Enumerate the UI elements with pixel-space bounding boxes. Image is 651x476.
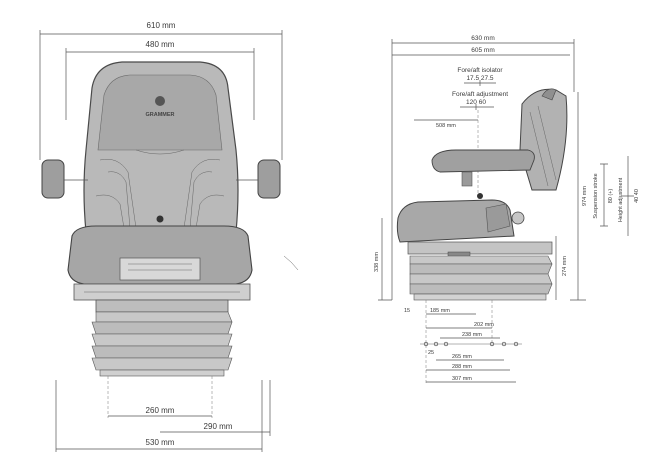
rail-265-label: 265 mm bbox=[452, 354, 472, 360]
small-offset-label: 15 bbox=[404, 308, 410, 314]
total-height-line bbox=[570, 92, 586, 301]
fore-aft-adjustment-label: Fore/aft adjustment bbox=[452, 91, 508, 98]
mounting-holes bbox=[420, 341, 522, 347]
base-inner-label: 260 mm bbox=[146, 406, 175, 415]
height-adjustment-line bbox=[622, 156, 634, 236]
side-backrest bbox=[519, 88, 568, 191]
side-lever bbox=[485, 203, 511, 233]
backrest-styling-lines bbox=[95, 149, 225, 229]
fore-aft-isolator-label: Fore/aft isolator bbox=[457, 67, 503, 74]
side-knob-icon bbox=[477, 193, 483, 199]
side-slide-rails bbox=[407, 241, 553, 255]
depth-inner-label: 605 mm bbox=[471, 47, 494, 54]
height-adjustment-label: Height adjustment bbox=[618, 177, 624, 222]
left-height-label: 338 mm bbox=[374, 252, 380, 272]
base-inner-guides bbox=[107, 376, 213, 418]
fore-aft-isolator-values: 17.5 27.5 bbox=[466, 75, 493, 82]
seat-front-panel bbox=[119, 257, 201, 281]
rail-238-label: 238 mm bbox=[462, 332, 482, 338]
side-recline-knob-icon bbox=[511, 211, 525, 225]
suspension-stroke-line bbox=[600, 163, 608, 227]
backrest-width-label: 480 mm bbox=[146, 40, 175, 49]
rail-288-label: 288 mm bbox=[452, 364, 472, 370]
logo-text: GRAMMER bbox=[145, 112, 174, 118]
seat-panel-lines bbox=[128, 263, 192, 271]
left-height-line bbox=[378, 218, 392, 301]
side-headrest-tip bbox=[541, 88, 557, 101]
overall-width-label: 610 mm bbox=[147, 21, 176, 30]
fore-aft-adjustment-line bbox=[460, 104, 494, 110]
total-height-label: 974 mm bbox=[582, 186, 588, 206]
logo-emblem-icon bbox=[155, 96, 165, 106]
side-view: 630 mm 605 mm Fore/aft isolator 17.5 27.… bbox=[374, 35, 640, 384]
side-armrest bbox=[431, 149, 535, 173]
base-outer-label: 530 mm bbox=[146, 438, 175, 447]
base-outer-line bbox=[55, 380, 263, 452]
suspension-stroke-label: Suspension stroke bbox=[593, 173, 599, 218]
seat-cushion bbox=[67, 225, 253, 285]
suspension-bellows bbox=[91, 311, 233, 377]
side-seat-cushion bbox=[396, 199, 515, 243]
lumbar-knob-icon bbox=[156, 215, 164, 223]
side-armrest-post bbox=[461, 171, 473, 187]
backrest-upper-pad bbox=[97, 74, 223, 151]
base-height-label: 274 mm bbox=[562, 256, 568, 276]
rail-307-label: 307 mm bbox=[452, 376, 472, 382]
armrest-left bbox=[41, 159, 65, 199]
rail-185-label: 185 mm bbox=[430, 308, 450, 314]
overall-depth-label: 630 mm bbox=[471, 35, 494, 42]
fore-aft-adjustment-values: 120 60 bbox=[466, 99, 486, 106]
overall-depth-line bbox=[391, 39, 575, 300]
armrest-right bbox=[257, 159, 281, 199]
side-suspension-bellows bbox=[409, 255, 553, 301]
base-offset-label: 290 mm bbox=[204, 422, 233, 431]
backrest-width-line bbox=[65, 48, 255, 120]
suspension-top-plate bbox=[95, 299, 229, 313]
base-offset-line bbox=[160, 380, 271, 436]
cable-right bbox=[283, 255, 299, 271]
suspension-stroke-value: 80 (+) bbox=[608, 189, 614, 204]
rail-202-label: 202 mm bbox=[474, 322, 494, 328]
side-backrest-lines bbox=[529, 105, 557, 187]
seat-ref-label: 508 mm bbox=[436, 123, 456, 129]
fore-aft-isolator-line bbox=[464, 80, 496, 86]
overall-width-line bbox=[39, 30, 283, 160]
front-view: 610 mm 480 mm GRAMMER bbox=[39, 21, 299, 452]
height-adjustment-values: 40 40 bbox=[634, 189, 640, 203]
rail-25-label: 25 bbox=[428, 350, 434, 356]
